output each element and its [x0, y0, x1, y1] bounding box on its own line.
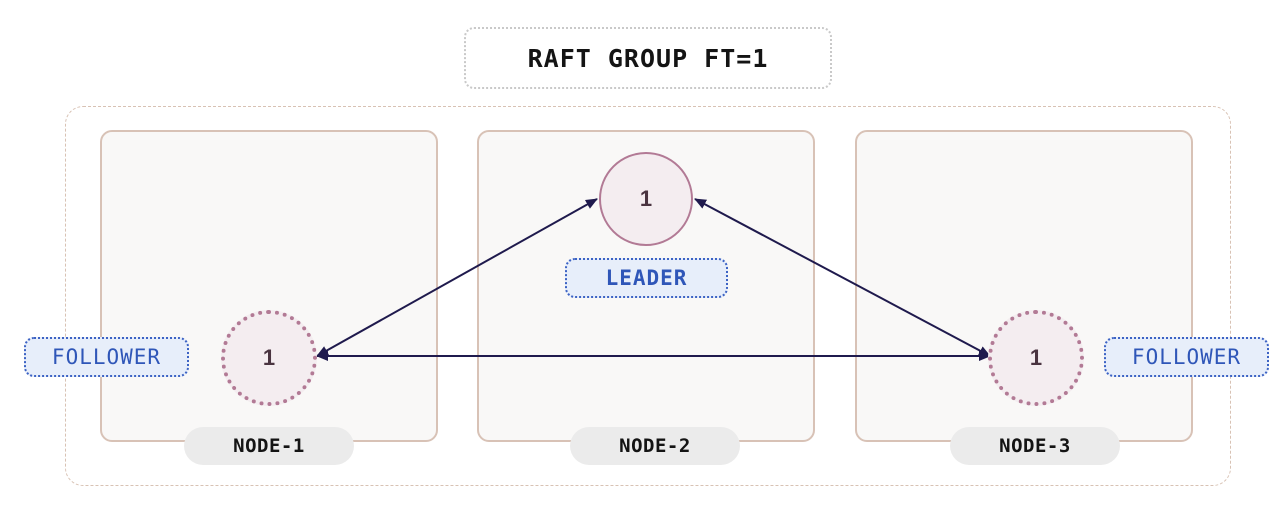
node-3-role-badge: FOLLOWER [1104, 337, 1269, 377]
node-3-replica-id: 1 [1029, 345, 1043, 370]
node-3-label: NODE-3 [950, 427, 1120, 465]
node-3-replica: 1 [988, 310, 1084, 406]
node-2-label: NODE-2 [570, 427, 740, 465]
node-1-replica: 1 [221, 310, 317, 406]
node-2-role-badge: LEADER [565, 258, 728, 298]
node-3-role-text: FOLLOWER [1131, 345, 1242, 369]
raft-group-title-text: RAFT GROUP FT=1 [527, 43, 769, 73]
node-1-replica-id: 1 [262, 345, 276, 370]
raft-group-container [65, 106, 1231, 486]
node-2-role-text: LEADER [605, 266, 688, 290]
node-2-replica-id: 1 [639, 186, 653, 211]
raft-group-title: RAFT GROUP FT=1 [464, 27, 832, 89]
node-1-role-text: FOLLOWER [51, 345, 162, 369]
node-1-label: NODE-1 [184, 427, 354, 465]
node-1-role-badge: FOLLOWER [24, 337, 189, 377]
node-2-replica: 1 [599, 152, 693, 246]
